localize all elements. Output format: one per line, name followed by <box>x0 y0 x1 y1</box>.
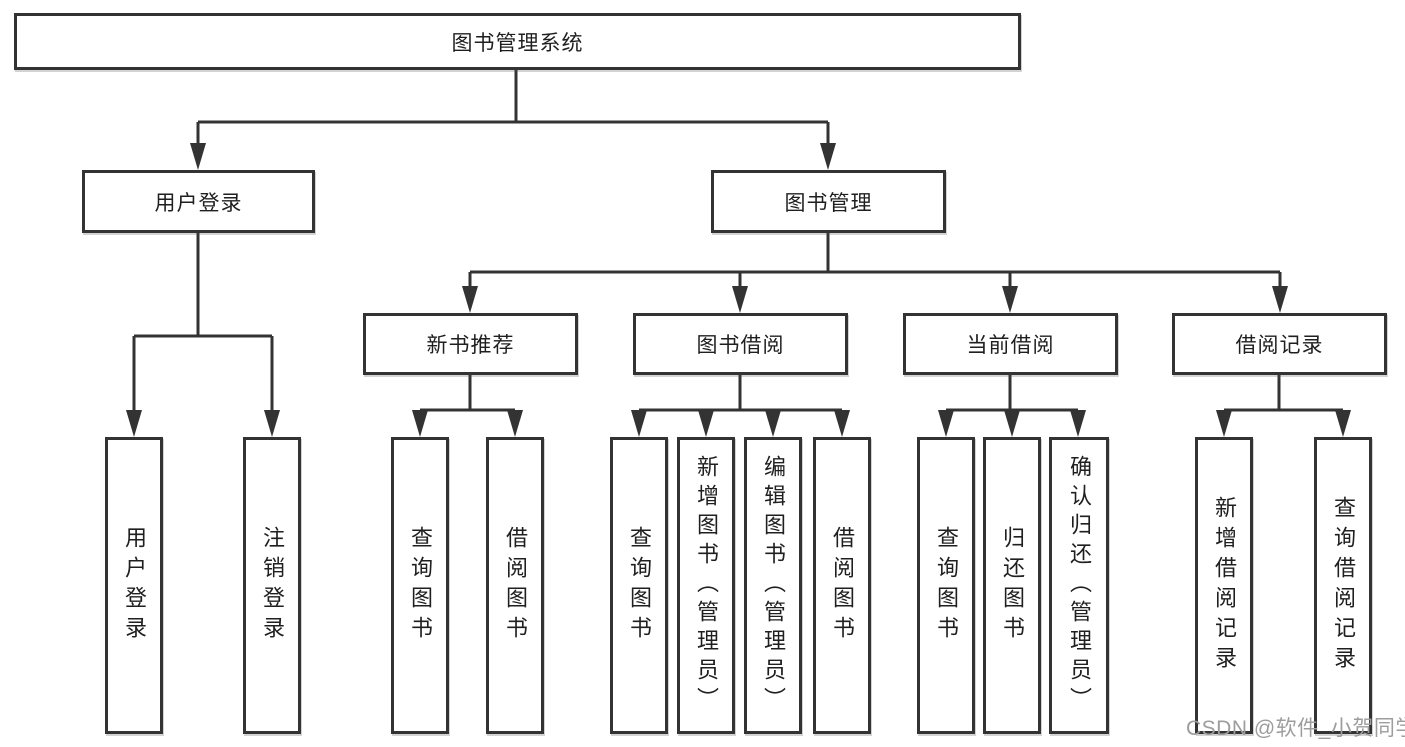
arrowhead <box>698 410 714 437</box>
node-label: 新书推荐 <box>426 334 515 357</box>
watermark: CSDN @软件_小贺同学 <box>1186 717 1405 740</box>
node-leaf-confirm-return-admin: 确认归还（管理员） <box>1049 437 1109 734</box>
node-current-borrowing: 当前借阅 <box>903 313 1118 375</box>
node-label: 查询借阅记录 <box>1331 495 1356 676</box>
node-leaf-add-books-admin: 新增图书（管理员） <box>677 437 735 734</box>
node-borrowing-records: 借阅记录 <box>1172 313 1387 375</box>
node-label: 查询图书 <box>627 525 652 646</box>
node-leaf-logout: 注销登录 <box>243 437 301 734</box>
arrowhead <box>462 286 478 313</box>
arrowhead <box>1070 410 1086 437</box>
node-label: 图书管理 <box>784 191 873 215</box>
node-leaf-user-login: 用户登录 <box>105 437 163 734</box>
node-leaf-query-books-current: 查询图书 <box>917 437 975 734</box>
node-book-management: 图书管理 <box>711 170 946 233</box>
node-label: 确认归还（管理员） <box>1067 455 1092 716</box>
arrowhead <box>1004 410 1020 437</box>
arrowhead <box>507 410 523 437</box>
node-label: 用户登录 <box>122 525 147 646</box>
arrowhead <box>1216 410 1232 437</box>
node-leaf-edit-books-admin: 编辑图书（管理员） <box>744 437 802 734</box>
arrowhead <box>820 143 836 170</box>
node-label: 新增图书（管理员） <box>694 455 719 716</box>
node-label: 借阅图书 <box>503 525 528 646</box>
node-label: 图书借阅 <box>696 334 785 357</box>
node-label: 借阅记录 <box>1235 334 1324 357</box>
node-user-login: 用户登录 <box>82 170 315 233</box>
arrowhead <box>765 410 781 437</box>
connector-current-borrowing-children <box>944 375 1080 414</box>
connector-book-borrowing-children <box>637 375 844 414</box>
node-label: 编辑图书（管理员） <box>761 455 786 716</box>
node-label: 归还图书 <box>1000 525 1025 646</box>
node-label: 借阅图书 <box>830 525 855 646</box>
node-leaf-query-books-borrowing: 查询图书 <box>610 437 668 734</box>
node-label: 注销登录 <box>260 525 285 646</box>
connector-borrowing-records-children <box>1222 375 1345 414</box>
node-label: 当前借阅 <box>966 334 1055 357</box>
arrowhead <box>126 410 142 437</box>
node-label: 查询图书 <box>934 525 959 646</box>
arrowhead <box>190 143 206 170</box>
arrowhead <box>631 410 647 437</box>
node-leaf-query-borrow-record: 查询借阅记录 <box>1314 437 1372 734</box>
arrowhead <box>834 410 850 437</box>
node-label: 查询图书 <box>408 525 433 646</box>
node-root: 图书管理系统 <box>14 13 1021 70</box>
connector-root-to-level2 <box>196 70 830 146</box>
arrowhead <box>412 410 428 437</box>
connector-new-book-recommend-children <box>418 375 517 414</box>
node-leaf-query-books-recommend: 查询图书 <box>391 437 449 734</box>
arrowhead <box>1002 286 1018 313</box>
node-label: 用户登录 <box>154 191 243 215</box>
arrowhead <box>264 410 280 437</box>
connector-user-login-children <box>132 233 274 414</box>
node-label: 新增借阅记录 <box>1212 495 1237 676</box>
arrowhead <box>1272 286 1288 313</box>
node-leaf-borrow-books-borrowing: 借阅图书 <box>813 437 871 734</box>
connector-book-management-children <box>468 233 1282 290</box>
arrowhead <box>732 286 748 313</box>
node-leaf-return-books: 归还图书 <box>983 437 1041 734</box>
arrowhead <box>938 410 954 437</box>
node-leaf-borrow-books-recommend: 借阅图书 <box>486 437 544 734</box>
node-label: 图书管理系统 <box>451 31 584 55</box>
node-book-borrowing: 图书借阅 <box>633 313 848 375</box>
arrowhead <box>1335 410 1351 437</box>
node-new-book-recommend: 新书推荐 <box>363 313 578 375</box>
node-leaf-add-borrow-record: 新增借阅记录 <box>1195 437 1253 734</box>
